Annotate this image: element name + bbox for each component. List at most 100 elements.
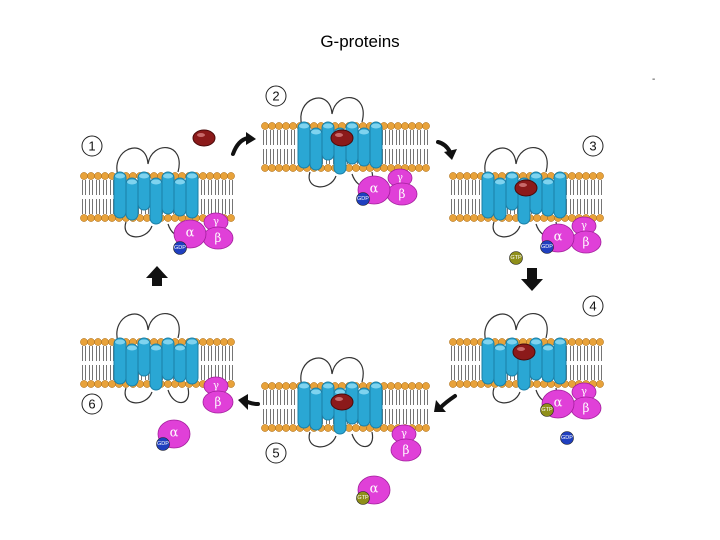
lipid-head xyxy=(589,338,596,345)
lipid-head xyxy=(268,424,275,431)
lipid-head xyxy=(422,382,429,389)
lipid-head xyxy=(463,172,470,179)
lipid-head xyxy=(394,122,401,129)
lipid-head xyxy=(282,382,289,389)
cycle-step-3: 3γβαGDPGTP xyxy=(449,136,603,265)
helix-cap xyxy=(163,340,173,345)
lipid-head xyxy=(213,172,220,179)
lipid-head xyxy=(575,172,582,179)
lipid-head xyxy=(470,380,477,387)
lipid-head xyxy=(87,214,94,221)
lipid-head xyxy=(87,172,94,179)
lipid-head xyxy=(227,214,234,221)
lipid-head xyxy=(220,172,227,179)
lipid-head xyxy=(352,164,359,171)
gdp-label: GDP xyxy=(561,435,573,441)
receptor xyxy=(114,314,198,403)
gamma-label: γ xyxy=(581,387,587,398)
helix-cap xyxy=(323,124,333,129)
lipid-head xyxy=(101,338,108,345)
helix-cap xyxy=(127,346,137,351)
lipid-head xyxy=(401,382,408,389)
lipid-head xyxy=(415,424,422,431)
lipid-head xyxy=(596,172,603,179)
extracellular-loop xyxy=(485,314,547,342)
lipid-head xyxy=(220,338,227,345)
transmembrane-helix xyxy=(482,338,494,384)
beta-label: β xyxy=(403,443,410,457)
extracellular-loop xyxy=(117,148,179,176)
helix-cap xyxy=(483,340,493,345)
helix-cap xyxy=(359,130,369,135)
alpha-label: α xyxy=(370,182,379,197)
alpha-label: α xyxy=(170,426,179,441)
helix-cap xyxy=(507,340,517,345)
helix-cap xyxy=(311,130,321,135)
helix-cap xyxy=(555,340,565,345)
cycle-step-6: 6γβαGDP xyxy=(80,314,234,451)
lipid-head xyxy=(87,338,94,345)
lipid-head xyxy=(87,380,94,387)
helix-cap xyxy=(507,174,517,179)
lipid-head xyxy=(268,164,275,171)
lipid-head xyxy=(408,164,415,171)
lipid-head xyxy=(470,172,477,179)
lipid-head xyxy=(463,380,470,387)
lipid-head xyxy=(505,214,512,221)
alpha-label: α xyxy=(554,396,563,411)
gamma-label: γ xyxy=(581,221,587,232)
lipid-head xyxy=(289,122,296,129)
lipid-head xyxy=(275,122,282,129)
lipid-head xyxy=(352,424,359,431)
arrow-step5-to-6 xyxy=(238,394,258,410)
lipid-head xyxy=(463,214,470,221)
cycle-step-1: 1γβαGDP xyxy=(80,130,234,255)
helix-cap xyxy=(175,180,185,185)
helix-cap xyxy=(299,384,309,389)
lipid-head xyxy=(449,338,456,345)
step-number-4: 4 xyxy=(589,299,596,314)
intracellular-loop xyxy=(493,388,520,403)
lipid-head xyxy=(268,122,275,129)
intracellular-loop xyxy=(352,432,373,447)
lipid-head xyxy=(261,164,268,171)
lipid-head xyxy=(387,122,394,129)
arrow-step2-to-3 xyxy=(438,142,457,160)
lipid-head xyxy=(575,338,582,345)
lipid-head xyxy=(101,380,108,387)
intracellular-loop xyxy=(168,388,189,403)
lipid-head xyxy=(261,122,268,129)
bound-ligand xyxy=(515,180,537,196)
bound-ligand xyxy=(331,394,353,410)
intracellular-loop xyxy=(125,222,152,237)
beta-label: β xyxy=(215,395,222,409)
helix-cap xyxy=(531,174,541,179)
intracellular-loop xyxy=(309,432,336,447)
arrow-head xyxy=(246,132,256,145)
cycle-step-4: 4γβαGTPGDP xyxy=(449,296,603,445)
lipid-head xyxy=(275,164,282,171)
lipid-head xyxy=(94,214,101,221)
gdp-label: GDP xyxy=(357,196,369,202)
transmembrane-helix xyxy=(114,338,126,384)
lipid-head xyxy=(456,214,463,221)
helix-cap xyxy=(347,124,357,129)
helix-cap xyxy=(151,180,161,185)
ligand-highlight xyxy=(197,133,205,137)
helix-cap xyxy=(175,346,185,351)
ligand-highlight xyxy=(335,397,343,401)
lipid-head xyxy=(275,424,282,431)
helix-cap xyxy=(187,340,197,345)
gtp-label: GTP xyxy=(357,495,369,501)
beta-label: β xyxy=(399,187,406,201)
helix-cap xyxy=(347,384,357,389)
beta-label: β xyxy=(583,235,590,249)
bound-ligand xyxy=(513,344,535,360)
lipid-head xyxy=(589,172,596,179)
gdp-label: GDP xyxy=(174,245,186,251)
lipid-head xyxy=(463,338,470,345)
helix-cap xyxy=(531,340,541,345)
gamma-label: γ xyxy=(397,173,403,184)
arrow-head xyxy=(444,149,457,160)
step-number-1: 1 xyxy=(88,139,95,154)
